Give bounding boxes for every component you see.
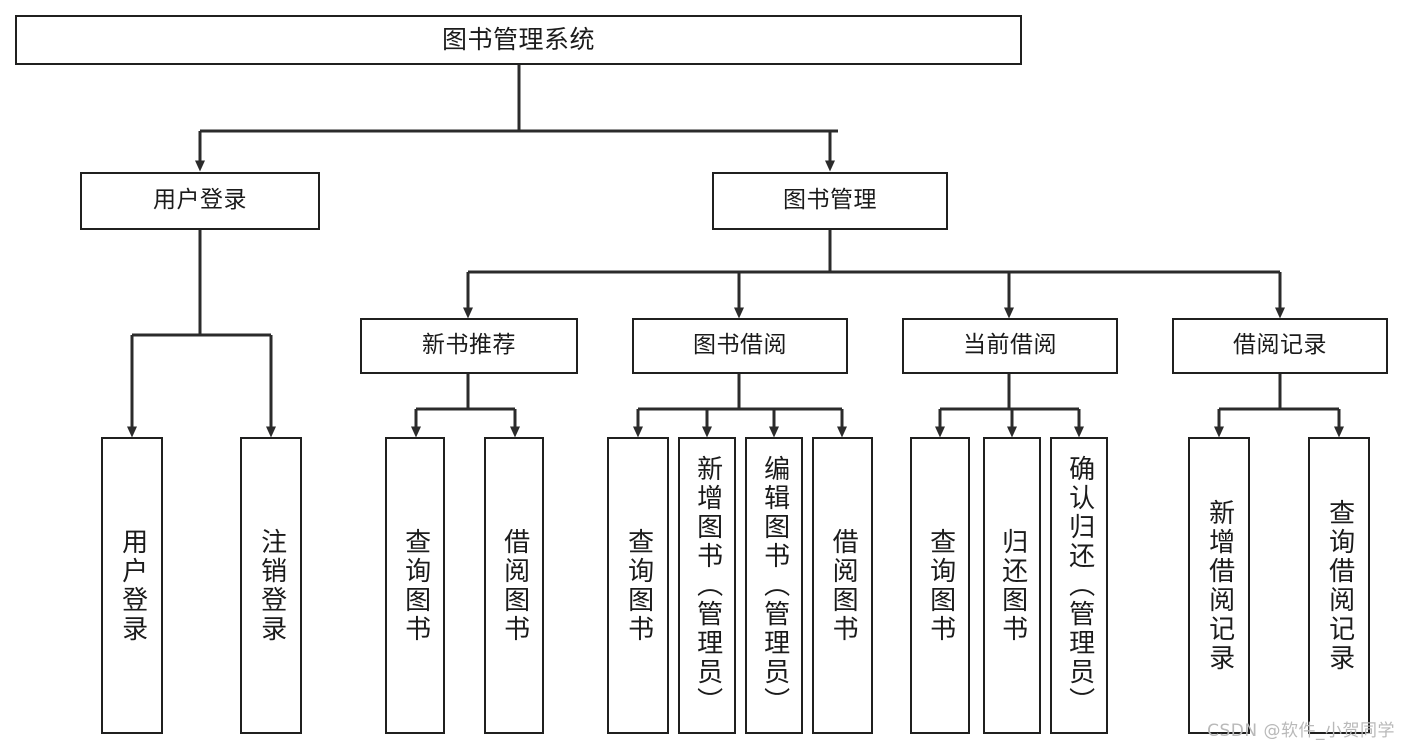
node-leaf-return-book-label: 归还图书 bbox=[997, 527, 1028, 644]
node-borrow-record[interactable]: 借阅记录 bbox=[1172, 318, 1388, 374]
node-leaf-borrow-book-b-label: 借阅图书 bbox=[828, 527, 859, 644]
node-book-borrow-label: 图书借阅 bbox=[693, 332, 787, 359]
node-leaf-user-login-label: 用户登录 bbox=[117, 527, 148, 644]
node-user-login[interactable]: 用户登录 bbox=[80, 172, 320, 230]
node-new-book-rec[interactable]: 新书推荐 bbox=[360, 318, 578, 374]
node-book-manage-label: 图书管理 bbox=[783, 187, 877, 214]
node-leaf-logout[interactable]: 注销登录 bbox=[240, 437, 302, 734]
node-leaf-borrow-book-rec[interactable]: 借阅图书 bbox=[484, 437, 544, 734]
node-leaf-return-book[interactable]: 归还图书 bbox=[983, 437, 1041, 734]
node-leaf-edit-book-label: 编辑图书（管理员） bbox=[759, 455, 790, 716]
node-leaf-query-record-label: 查询借阅记录 bbox=[1324, 498, 1355, 673]
node-leaf-user-login[interactable]: 用户登录 bbox=[101, 437, 163, 734]
watermark-text: CSDN @软件_小贺同学 bbox=[1207, 721, 1395, 741]
node-root[interactable]: 图书管理系统 bbox=[15, 15, 1022, 65]
node-leaf-edit-book[interactable]: 编辑图书（管理员） bbox=[745, 437, 803, 734]
node-leaf-query-record[interactable]: 查询借阅记录 bbox=[1308, 437, 1370, 734]
node-leaf-add-book[interactable]: 新增图书（管理员） bbox=[678, 437, 736, 734]
node-leaf-query-book-rec-label: 查询图书 bbox=[400, 527, 431, 644]
node-borrow-record-label: 借阅记录 bbox=[1233, 332, 1327, 359]
node-leaf-add-record[interactable]: 新增借阅记录 bbox=[1188, 437, 1250, 734]
node-leaf-query-book-c[interactable]: 查询图书 bbox=[910, 437, 970, 734]
node-book-borrow[interactable]: 图书借阅 bbox=[632, 318, 848, 374]
node-root-label: 图书管理系统 bbox=[441, 25, 595, 55]
node-current-borrow[interactable]: 当前借阅 bbox=[902, 318, 1118, 374]
node-leaf-confirm-return-label: 确认归还（管理员） bbox=[1064, 455, 1095, 716]
node-book-manage[interactable]: 图书管理 bbox=[712, 172, 948, 230]
node-leaf-query-book-b[interactable]: 查询图书 bbox=[607, 437, 669, 734]
node-new-book-rec-label: 新书推荐 bbox=[422, 332, 516, 359]
node-leaf-add-record-label: 新增借阅记录 bbox=[1204, 498, 1235, 673]
node-leaf-query-book-c-label: 查询图书 bbox=[925, 527, 956, 644]
node-user-login-label: 用户登录 bbox=[153, 187, 247, 214]
node-leaf-add-book-label: 新增图书（管理员） bbox=[692, 455, 723, 716]
node-current-borrow-label: 当前借阅 bbox=[963, 332, 1057, 359]
node-leaf-confirm-return[interactable]: 确认归还（管理员） bbox=[1050, 437, 1108, 734]
node-leaf-borrow-book-rec-label: 借阅图书 bbox=[499, 527, 530, 644]
node-leaf-borrow-book-b[interactable]: 借阅图书 bbox=[812, 437, 873, 734]
node-leaf-query-book-b-label: 查询图书 bbox=[623, 527, 654, 644]
node-leaf-query-book-rec[interactable]: 查询图书 bbox=[385, 437, 445, 734]
node-leaf-logout-label: 注销登录 bbox=[256, 527, 287, 644]
